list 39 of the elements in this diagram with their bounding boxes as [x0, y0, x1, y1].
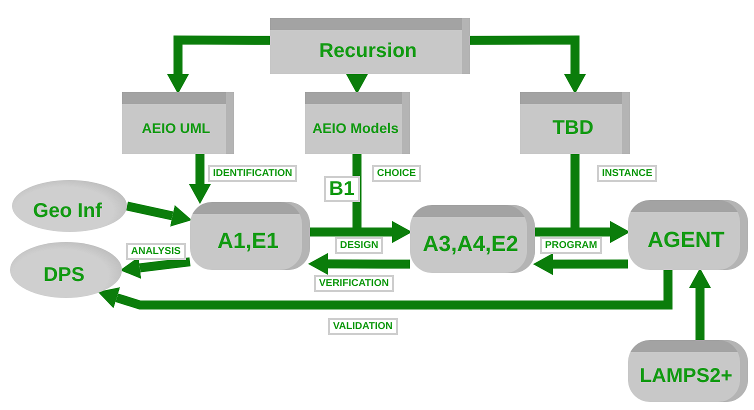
node-label: Geo Inf [33, 200, 102, 222]
arrow [533, 253, 628, 276]
arrow [308, 252, 410, 275]
edge-label: DESIGN [335, 237, 384, 254]
node-label: LAMPS2+ [640, 364, 732, 388]
section-tag: B1 [324, 176, 360, 202]
block [122, 92, 234, 154]
arrow [346, 74, 368, 92]
edge-label: ANALYSIS [126, 243, 186, 260]
block [270, 18, 470, 74]
rounded-block [628, 200, 748, 270]
node-label: TBD [552, 116, 594, 140]
arrow [167, 35, 270, 94]
node-label: A3,A4,E2 [422, 231, 518, 257]
rounded-block [410, 205, 535, 273]
node-label: AEIO Models [312, 120, 399, 136]
arrow [470, 35, 586, 94]
edge-label: VALIDATION [328, 318, 398, 335]
block [305, 92, 410, 154]
edge-label: IDENTIFICATION [208, 165, 298, 182]
rounded-block [190, 202, 310, 270]
block [520, 92, 630, 154]
arrow [188, 154, 211, 204]
arrow [310, 221, 412, 243]
node-label: AEIO UML [142, 120, 210, 136]
edge-label: PROGRAM [540, 237, 602, 254]
edge-label: VERIFICATION [314, 275, 394, 292]
node-label: Recursion [319, 40, 417, 62]
arrow [535, 221, 630, 243]
arrow [689, 268, 711, 340]
edge-label: CHOICE [372, 165, 421, 182]
node-label: A1,E1 [217, 228, 279, 254]
arrow [126, 202, 192, 227]
node-label: AGENT [648, 227, 724, 253]
arrow [120, 256, 191, 279]
arrow [570, 154, 630, 243]
rounded-block [628, 340, 748, 402]
edge-label: INSTANCE [597, 165, 658, 182]
node-label: DPS [43, 264, 85, 286]
